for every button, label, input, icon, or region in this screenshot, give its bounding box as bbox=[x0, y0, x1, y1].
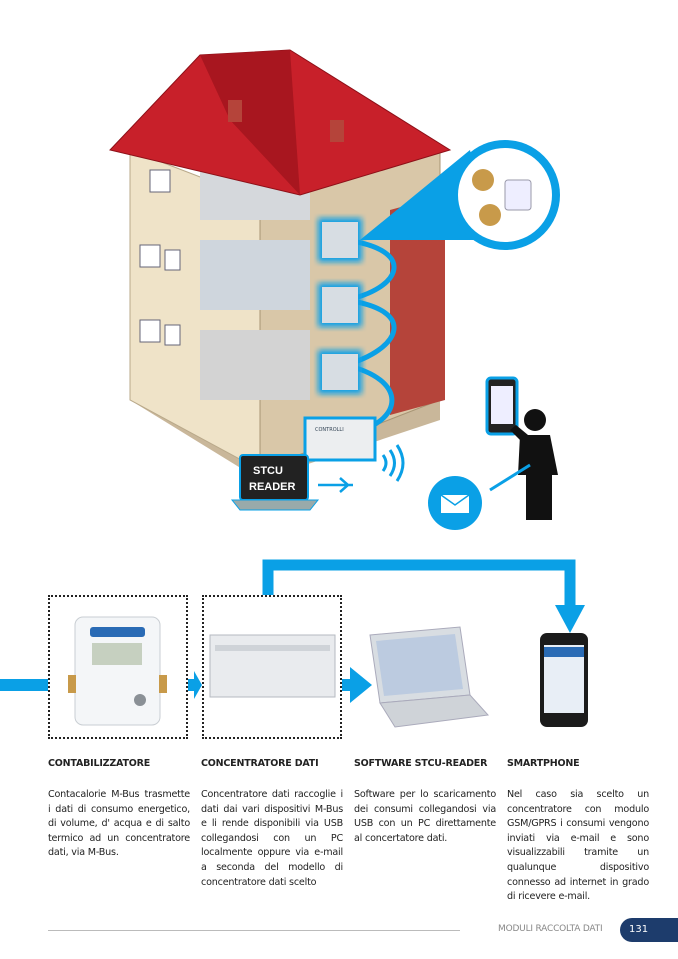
room bbox=[200, 240, 310, 310]
footer-section-title: MODULI RACCOLTA DATI bbox=[498, 924, 603, 934]
column-smartphone: SMARTPHONE Nel caso sia scelto un concen… bbox=[507, 758, 649, 905]
building-illustration: CONTROLLI STCU READER bbox=[109, 49, 560, 530]
concentrator-image bbox=[209, 634, 336, 698]
chimney bbox=[228, 100, 242, 122]
heat-meter-boxes bbox=[318, 218, 397, 433]
page-number: 131 bbox=[620, 918, 678, 942]
column-text: Contacalorie M-Bus trasmette i dati di c… bbox=[48, 789, 190, 859]
column-title: CONTABILIZZATORE bbox=[48, 758, 151, 769]
arrow-down-icon bbox=[555, 605, 585, 633]
column-title: CONCENTRATORE DATI bbox=[201, 758, 319, 769]
person-icon bbox=[510, 409, 558, 520]
room bbox=[200, 330, 310, 400]
column-text: Software per lo scaricamento dei consumi… bbox=[354, 789, 496, 844]
column-contabilizzatore: CONTABILIZZATORE Contacalorie M-Bus tras… bbox=[48, 758, 190, 861]
concentrator-frame bbox=[202, 595, 342, 739]
laptop bbox=[239, 454, 309, 501]
arrow-right-icon bbox=[194, 671, 202, 699]
data-flow-diagram bbox=[0, 559, 588, 728]
heat-meter-image bbox=[68, 616, 167, 726]
column-text: Concentratore dati raccoglie i dati dai … bbox=[201, 789, 343, 888]
concentrator-device bbox=[303, 416, 377, 462]
smartphone-image bbox=[540, 633, 588, 727]
column-concentratore: CONCENTRATORE DATI Concentratore dati ra… bbox=[201, 758, 343, 890]
column-title: SMARTPHONE bbox=[507, 758, 580, 769]
chimney bbox=[330, 120, 344, 142]
wireless-icon bbox=[381, 444, 405, 482]
laptop-image bbox=[369, 626, 490, 728]
usb-icon bbox=[318, 477, 353, 493]
column-software: SOFTWARE STCU-READER Software per lo sca… bbox=[354, 758, 496, 846]
laptop-screen-label: STCU bbox=[253, 465, 283, 477]
meter-frame bbox=[48, 595, 188, 739]
column-title: SOFTWARE STCU-READER bbox=[354, 758, 488, 769]
footer-divider bbox=[48, 930, 460, 931]
brick-wall bbox=[390, 195, 445, 415]
svg-text:READER: READER bbox=[249, 481, 296, 493]
arrow-right-icon bbox=[350, 667, 372, 703]
column-text: Nel caso sia scelto un concentratore con… bbox=[507, 789, 649, 903]
device-brand-label: CONTROLLI bbox=[315, 427, 344, 433]
flow-connector bbox=[262, 559, 576, 610]
